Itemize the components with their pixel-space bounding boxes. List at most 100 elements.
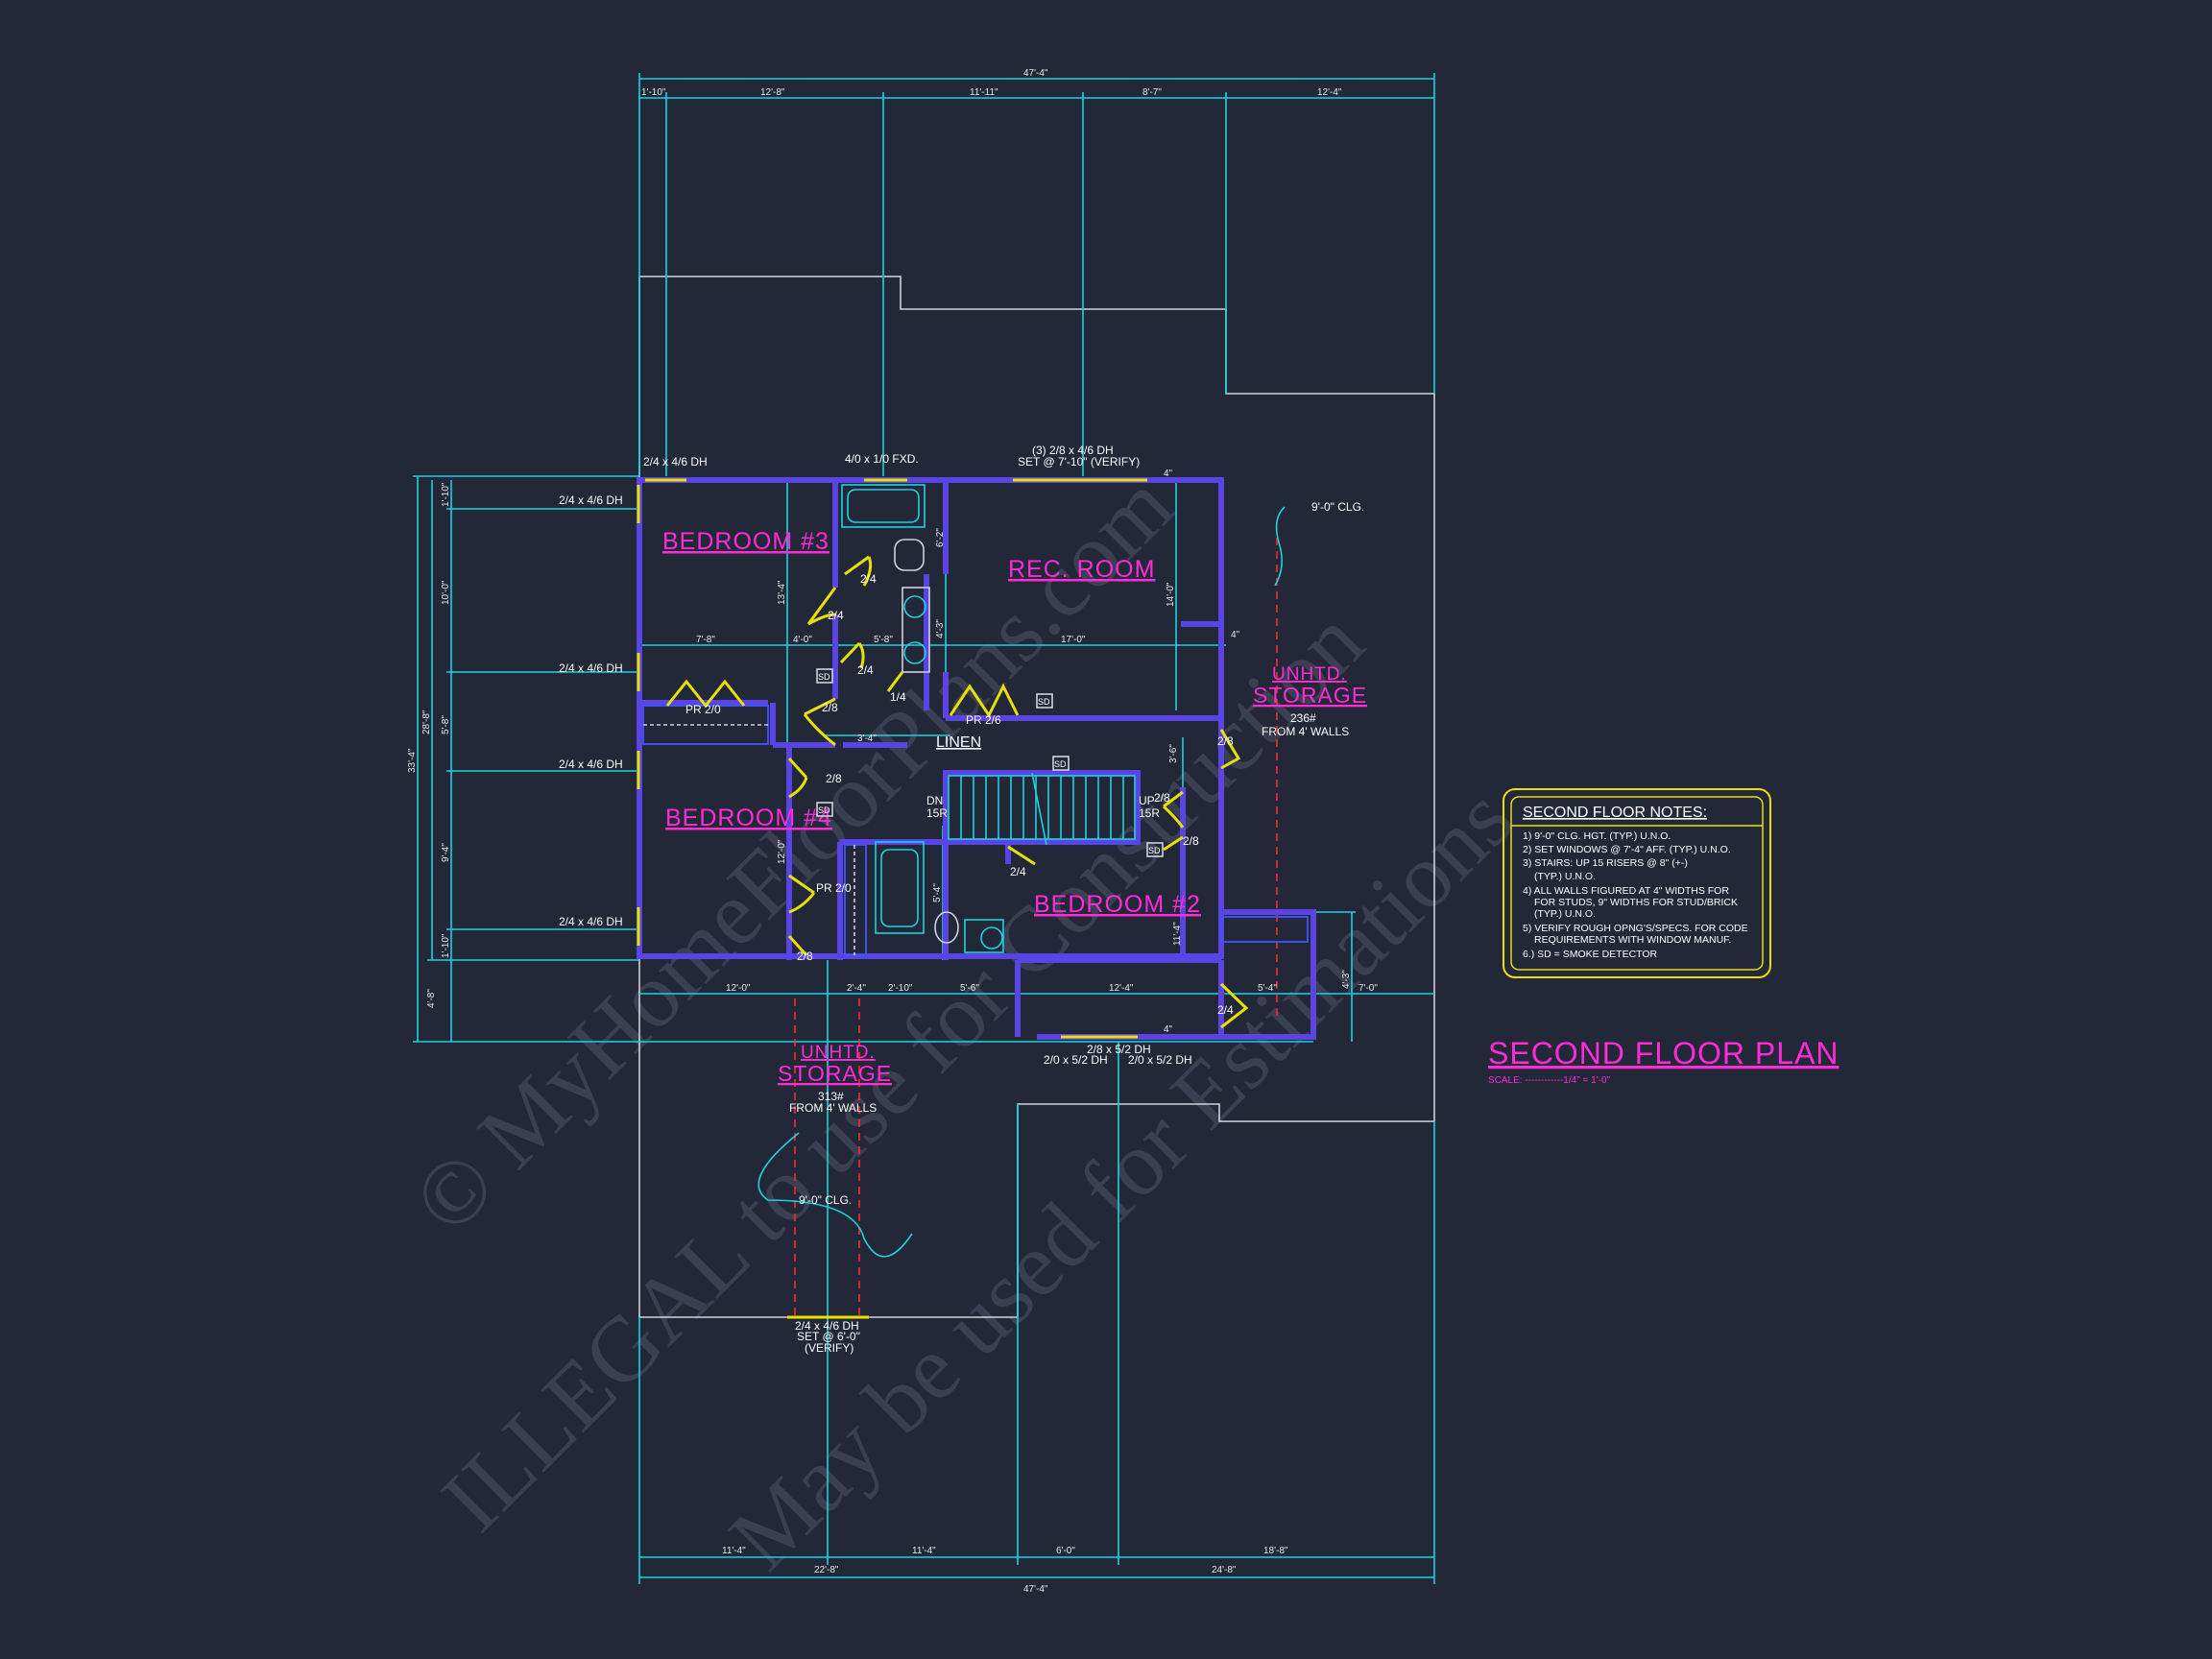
watermark: © MyHomeFloorPlans.com ILLEGAL to use fo…: [393, 453, 1531, 1588]
dim-i6: 3'-4": [857, 733, 877, 744]
dim-bottom-a: 11'-4": [722, 1546, 746, 1556]
linen-label: LINEN: [936, 734, 981, 751]
dim-bottom-d: 18'-8": [1263, 1546, 1288, 1556]
window-label-bed2-bottom-l: 2/0 x 5/2 DH: [1044, 1053, 1108, 1067]
window-label-rec-2: SET @ 7'-10" (VERIFY): [1018, 455, 1140, 469]
dim-top-c: 11'-11": [970, 87, 998, 98]
window-label-w3: 2/4 x 4/6 DH: [559, 757, 623, 771]
dim-i18: 4": [1164, 1024, 1173, 1035]
door-label-d11: 2/8: [797, 950, 813, 963]
room-label-bedroom3: BEDROOM #3: [662, 528, 830, 555]
dim-left-sub: 28'-8": [421, 709, 432, 734]
dim-bottom-c: 6'-0": [1056, 1546, 1075, 1556]
dim-left-f: 4'-8": [426, 989, 437, 1008]
note-2: 2) SET WINDOWS @ 7'-4" AFF. (TYP.) U.N.O…: [1523, 844, 1731, 855]
storage-south-line1: UNHTD.: [801, 1043, 876, 1063]
window-label-rec-1: (3) 2/8 x 4/6 DH: [1032, 444, 1114, 457]
door-label-d2: 2/4: [828, 609, 844, 622]
window-label-nw-top: 2/4 x 4/6 DH: [643, 455, 708, 469]
dim-i4: 17'-0": [1061, 635, 1086, 645]
ceiling-east: 9'-0" CLG.: [1311, 500, 1364, 514]
door-label-d10: 2/8: [1183, 834, 1199, 848]
storage-south-from: FROM 4' WALLS: [789, 1101, 877, 1115]
stair-up: UP: [1139, 794, 1155, 807]
dim-left-overall: 33'-4": [407, 748, 418, 773]
dim-top-b: 12'-8": [760, 87, 785, 98]
dim-i13: 7'-0": [1358, 983, 1378, 994]
dim-bottom-f: 24'-8": [1212, 1565, 1237, 1575]
storage-east-line1: UNHTD.: [1272, 664, 1347, 685]
door-swings: [665, 555, 1249, 1029]
tub-lower: [875, 841, 925, 934]
door-label-d7: 2/8: [826, 772, 842, 785]
dim-i19: 6'-2": [935, 528, 946, 547]
room-label-bedroom4: BEDROOM #4: [665, 805, 832, 831]
door-label-d1: 2/4: [860, 572, 877, 586]
interior-dimension-texts: 7'-8" 4'-0" 5'-8" 17'-0" 4" 3'-4" 12'-0"…: [696, 469, 1378, 1035]
dim-i20: 5'-4": [932, 883, 943, 902]
dim-left-e: 1'-10": [441, 933, 451, 958]
toilet-upper: [894, 539, 925, 571]
dim-top-d: 8'-7": [1142, 87, 1162, 98]
dim-left-a: 1'-10": [441, 482, 451, 507]
dim-i22: 4'-3": [935, 619, 946, 638]
dim-i2: 4'-0": [793, 635, 812, 645]
window-label-w4: 2/4 x 4/6 DH: [559, 915, 623, 928]
window-label-south-2: SET @ 6'-0": [797, 1330, 860, 1343]
dim-i7: 12'-0": [726, 983, 751, 994]
stair-treads: [948, 772, 1136, 846]
dim-left-b: 10'-0": [441, 580, 451, 605]
smoke-detectors: SD SD SD SD SD: [816, 668, 1164, 857]
note-3b: (TYP.) U.N.O.: [1534, 871, 1596, 882]
storage-south-line2: STORAGE: [778, 1061, 892, 1086]
sink-upper-2: [903, 641, 926, 664]
closet-label-pr2: PR 2/6: [966, 713, 1001, 727]
smoke-detector-1: SD: [818, 672, 830, 682]
smoke-detector-4: SD: [818, 805, 830, 815]
ceiling-south: 9'-0" CLG.: [799, 1193, 852, 1207]
dim-i12: 5'-4": [1258, 983, 1277, 994]
second-floor-notes: SECOND FLOOR NOTES: 1) 9'-0" CLG. HGT. (…: [1503, 788, 1771, 978]
door-label-d3: 2/4: [857, 663, 874, 677]
window-label-bed2-bottom-r: 2/0 x 5/2 DH: [1128, 1053, 1192, 1067]
dim-i16: 12'-0": [777, 839, 787, 864]
dim-bottom-overall: 47'-4": [1023, 1584, 1048, 1595]
sink-lower: [980, 926, 1003, 950]
dim-top-a: 1'-10": [641, 87, 666, 98]
dim-i24: 4": [1164, 469, 1173, 479]
windows: [637, 478, 1147, 1319]
dim-left-d: 9'-4": [441, 843, 451, 862]
dim-i1: 7'-8": [696, 635, 715, 645]
window-label-w2: 2/4 x 4/6 DH: [559, 661, 623, 675]
note-4: 4) ALL WALLS FIGURED AT 4" WIDTHS FOR: [1523, 885, 1729, 897]
plan-scale: SCALE: ------------1/4" = 1'-0": [1488, 1075, 1611, 1086]
room-label-bedroom2: BEDROOM #2: [1034, 891, 1201, 918]
door-labels: 2/4 2/4 2/4 1/4 2/8 2/8 2/8 2/8 2/4 2/8 …: [685, 572, 1234, 1017]
note-1: 1) 9'-0" CLG. HGT. (TYP.) U.N.O.: [1523, 830, 1671, 842]
plan-title: SECOND FLOOR PLAN: [1488, 1036, 1839, 1070]
closet-label-pr1: PR 2/0: [685, 703, 721, 716]
toilet-lower: [934, 911, 959, 944]
window-label-bed2-bottom: 2/8 x 5/2 DH: [1087, 1043, 1151, 1056]
dim-i23: 4'-3": [1341, 970, 1352, 989]
door-label-d5: 2/8: [822, 701, 838, 714]
dim-top-e: 12'-4": [1317, 87, 1342, 98]
storage-south-area: 313#: [818, 1090, 844, 1103]
door-label-d4: 1/4: [890, 690, 906, 704]
dim-i17: 11'-4": [1172, 922, 1183, 946]
dim-i5: 4": [1231, 630, 1240, 640]
smoke-detector-3: SD: [1054, 759, 1067, 769]
dim-i9: 2'-10": [888, 983, 913, 994]
stair-dn-risers: 15R: [926, 806, 948, 820]
dim-i21: 3'-6": [1168, 744, 1179, 763]
door-label-d8: 2/8: [1154, 791, 1170, 805]
tub-upper: [841, 484, 926, 528]
sink-upper-1: [903, 595, 926, 618]
dim-bottom-e: 22'-8": [814, 1565, 839, 1575]
dim-i14: 13'-4": [777, 580, 787, 605]
note-4c: (TYP.) U.N.O.: [1534, 908, 1596, 920]
room-labels: BEDROOM #3 BEDROOM #4 BEDROOM #2 REC. RO…: [662, 500, 1366, 1207]
storage-east-area: 236#: [1290, 711, 1316, 725]
stair-labels: DN 15R UP 15R: [926, 794, 1160, 820]
